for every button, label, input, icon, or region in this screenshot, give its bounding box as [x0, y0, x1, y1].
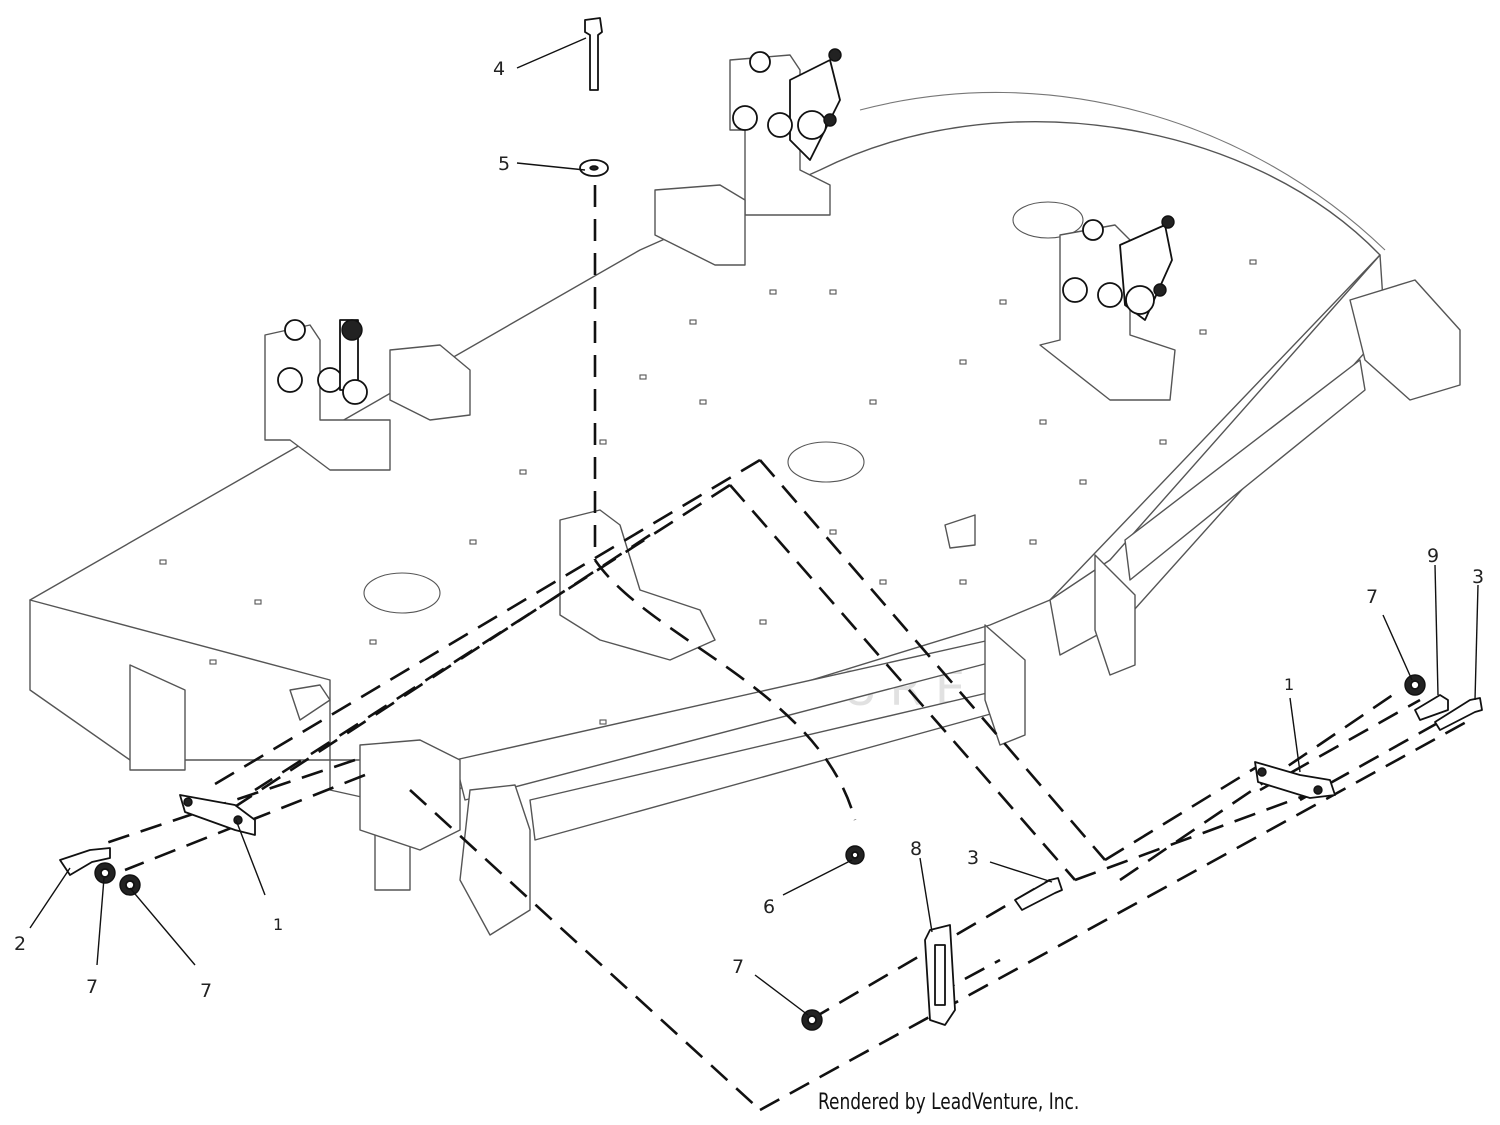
part-3-bolt-right	[1434, 697, 1483, 731]
callout-7-bottom: 7	[732, 956, 744, 978]
spindle-opening-left	[363, 572, 441, 614]
part-3-bolt-center	[1014, 877, 1063, 911]
part-6-nut	[845, 845, 865, 865]
height-adjust-assembly-center	[654, 48, 842, 266]
part-8-link	[924, 924, 956, 1026]
callout-3-center: 3	[967, 847, 979, 869]
mower-deck	[29, 91, 1461, 936]
assembly-dash-lines	[99, 185, 1471, 1112]
callout-7-left-b: 7	[200, 980, 212, 1002]
height-adjust-assembly-left	[264, 319, 471, 471]
part-7-nut-left-b	[119, 874, 141, 896]
callout-4: 4	[493, 58, 505, 80]
callout-1-right: 1	[1284, 675, 1294, 694]
part-1-plate-left	[179, 794, 256, 836]
callout-5: 5	[498, 153, 510, 175]
part-9-spacer	[1414, 694, 1449, 721]
leader-lines	[29, 37, 1479, 1016]
callout-3-right: 3	[1472, 566, 1484, 588]
callout-7-right: 7	[1366, 586, 1378, 608]
callout-7-left-a: 7	[86, 976, 98, 998]
spindle-opening-right	[1012, 201, 1084, 239]
part-1-plate-right	[1254, 761, 1336, 799]
callout-2: 2	[14, 933, 26, 955]
footer-credit: Rendered by LeadVenture, Inc.	[818, 1090, 1080, 1115]
callout-9: 9	[1427, 545, 1439, 567]
part-7-nut-right	[1404, 674, 1426, 696]
callouts: 4 5 1 2 7 7 6 8 3 7 1 7 9 3	[14, 58, 1484, 1002]
height-adjust-assembly-right	[1039, 215, 1176, 401]
part-4-bolt	[584, 17, 603, 91]
callout-8: 8	[910, 838, 922, 860]
callout-1-left: 1	[273, 915, 283, 934]
part-5-washer	[579, 159, 609, 177]
spindle-opening-center	[787, 441, 865, 483]
part-7-nut-left-a	[94, 862, 116, 884]
center-hitch-bracket	[559, 509, 716, 661]
part-2-pin	[59, 847, 111, 876]
callout-6: 6	[763, 896, 775, 918]
